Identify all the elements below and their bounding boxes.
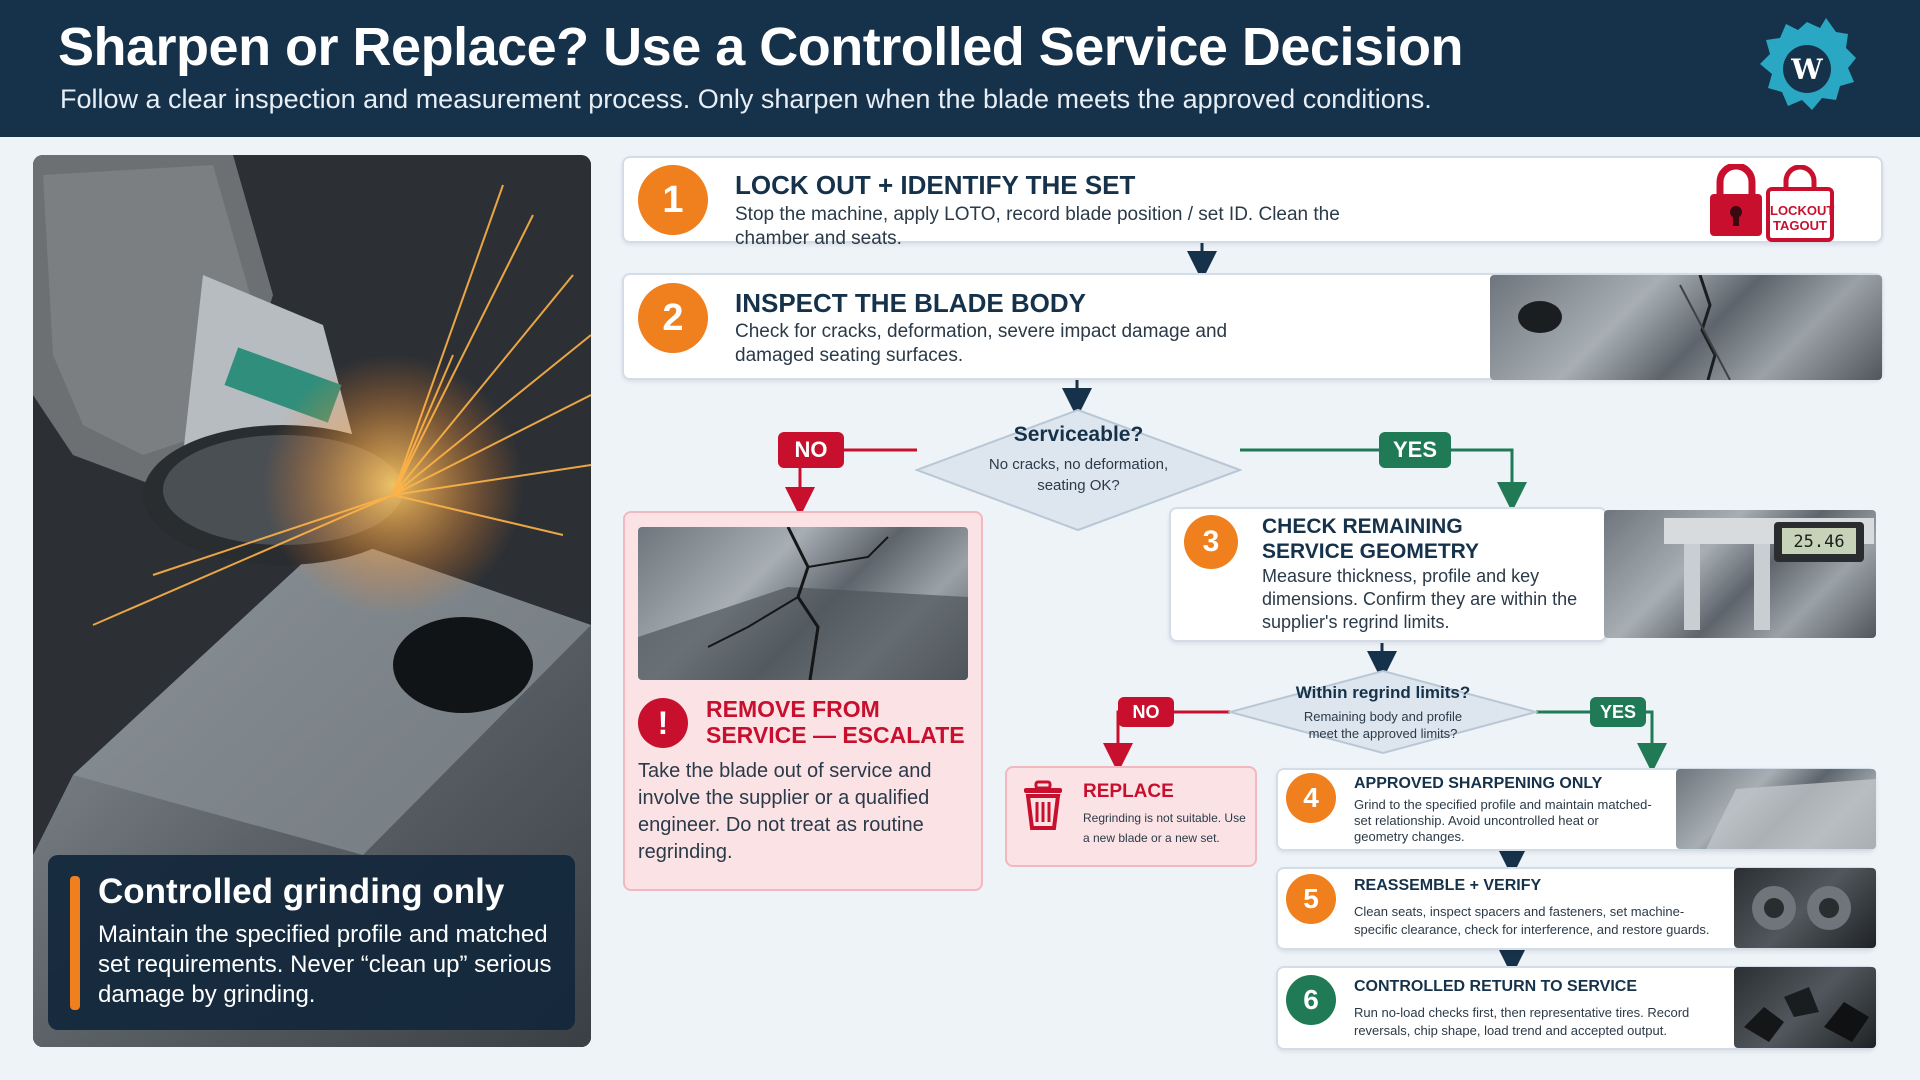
step-6-title: CONTROLLED RETURN TO SERVICE	[1354, 978, 1637, 995]
cracked-block-image	[638, 527, 968, 680]
rubber-chips-image	[1734, 967, 1876, 1048]
step-5-text: Clean seats, inspect spacers and fastene…	[1354, 904, 1710, 937]
decision-serviceable-title: Serviceable?	[1013, 423, 1144, 446]
caliper-measurement-image: 25.46	[1604, 510, 1876, 638]
decision-2-no-badge: NO	[1118, 697, 1174, 727]
lockout-tag-line1: LOCKOUT	[1770, 203, 1835, 218]
step-1-title: LOCK OUT + IDENTIFY THE SET	[735, 170, 1136, 200]
step-1-number: 1	[638, 165, 708, 235]
step-1-card	[622, 156, 1883, 243]
step-5-title: REASSEMBLE + VERIFY	[1354, 877, 1542, 894]
caption-box	[48, 855, 575, 1030]
warning-icon: !	[638, 698, 688, 748]
caption-text: Maintain the specified profile and match…	[98, 921, 552, 1008]
step-2-title: INSPECT THE BLADE BODY	[735, 288, 1087, 318]
replace-text: Regrinding is not suitable. Use a new bl…	[1083, 811, 1246, 845]
header-bar	[0, 0, 1920, 137]
lockout-tag-line2: TAGOUT	[1773, 218, 1827, 233]
decision-2-yes-badge: YES	[1590, 697, 1646, 727]
caption-accent	[70, 876, 80, 1010]
step-4-text: Grind to the specified profile and maint…	[1354, 797, 1652, 844]
decision-1-yes-badge: YES	[1379, 432, 1451, 468]
caption-title: Controlled grinding only	[98, 872, 505, 911]
decision-regrind-title: Within regrind limits?	[1295, 683, 1471, 702]
decision-serviceable-sub: No cracks, no deformation, seating OK?	[988, 456, 1169, 494]
sharpened-blade-image	[1676, 769, 1876, 849]
step-4-number: 4	[1286, 773, 1336, 823]
remove-text: Take the blade out of service and involv…	[638, 760, 932, 863]
step-1-text: Stop the machine, apply LOTO, record bla…	[735, 204, 1340, 249]
step-2-text: Check for cracks, deformation, severe im…	[735, 321, 1228, 366]
caliper-reading: 25.46	[1793, 532, 1845, 552]
decision-regrind-sub: Remaining body and profile meet the appr…	[1303, 709, 1463, 741]
decision-regrind-diamond	[1228, 669, 1538, 755]
step-3-text: Measure thickness, profile and key dimen…	[1262, 566, 1578, 632]
step-5-number: 5	[1286, 874, 1336, 924]
remove-title: REMOVE FROM SERVICE — ESCALATE	[706, 696, 965, 748]
decision-1-no-badge: NO	[778, 432, 844, 468]
trash-icon	[1024, 780, 1062, 830]
assembled-shaft-image	[1734, 868, 1876, 948]
step-3-number: 3	[1184, 515, 1238, 569]
step-3-title: CHECK REMAINING SERVICE GEOMETRY	[1262, 515, 1480, 563]
step-4-title: APPROVED SHARPENING ONLY	[1354, 775, 1603, 792]
blade-logo-icon: W	[1760, 18, 1856, 110]
decision-serviceable-diamond	[915, 408, 1242, 532]
svg-text:W: W	[1790, 53, 1823, 86]
lockout-tag-icon: LOCKOUT TAGOUT	[1766, 165, 1834, 242]
step-6-number: 6	[1286, 975, 1336, 1025]
step-3-card	[1169, 507, 1607, 642]
replace-title: REPLACE	[1083, 781, 1174, 802]
cracked-blade-image	[1490, 275, 1882, 380]
page-subtitle: Follow a clear inspection and measuremen…	[60, 84, 1432, 114]
page-title: Sharpen or Replace? Use a Controlled Ser…	[58, 17, 1463, 77]
padlock-icon	[1710, 164, 1762, 236]
step-2-number: 2	[638, 283, 708, 353]
step-6-text: Run no-load checks first, then represent…	[1354, 1005, 1690, 1038]
